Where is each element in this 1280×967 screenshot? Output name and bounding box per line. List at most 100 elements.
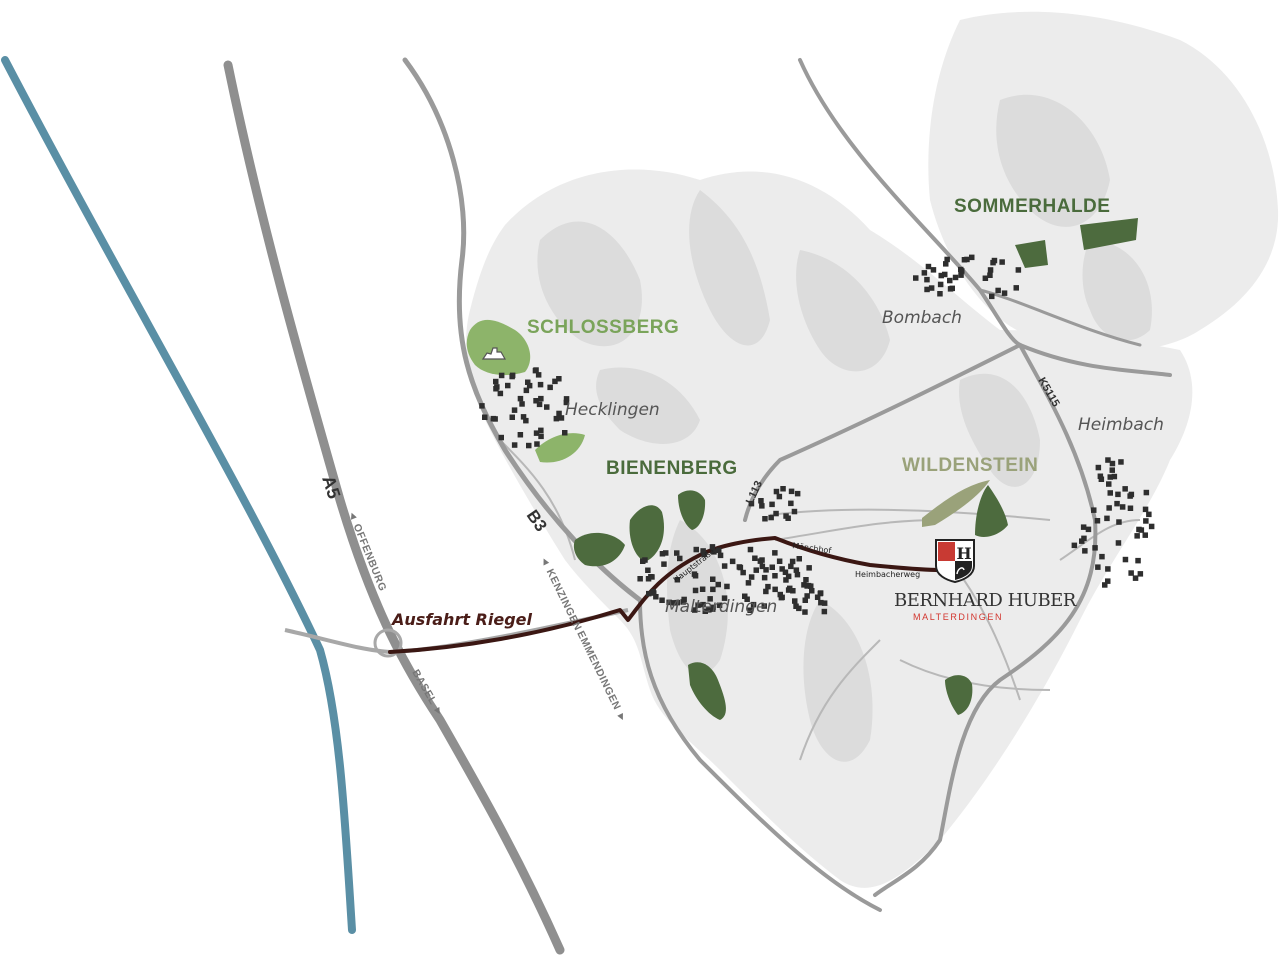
building [1095, 564, 1101, 570]
building [1122, 556, 1129, 563]
building [498, 434, 504, 441]
town-label-heimbach: Heimbach [1078, 415, 1164, 435]
building [796, 556, 802, 562]
region-label-sommerhalde: SOMMERHALDE [954, 196, 1110, 217]
building [999, 259, 1005, 265]
building [943, 261, 949, 267]
building [958, 272, 964, 278]
building [536, 401, 543, 408]
building [661, 561, 667, 567]
town-label-hecklingen: Hecklingen [565, 400, 660, 420]
building [763, 588, 769, 595]
building [729, 558, 736, 565]
crest-letter: H [957, 544, 972, 563]
building [1105, 566, 1111, 572]
building [744, 596, 750, 602]
building [773, 488, 780, 495]
building [710, 586, 716, 593]
building [808, 583, 814, 589]
building [537, 381, 544, 388]
vineyard-sommerhalde-1 [1015, 240, 1048, 268]
minor-road-1 [769, 508, 1051, 521]
building [1109, 460, 1116, 467]
building [769, 501, 775, 508]
building [1148, 523, 1155, 530]
building [937, 281, 944, 288]
building [1106, 481, 1112, 487]
road-l113 [743, 343, 1022, 522]
building [523, 417, 529, 424]
building [706, 607, 712, 613]
road-south-link [638, 598, 882, 912]
building [1105, 578, 1111, 584]
building [498, 372, 505, 379]
building [1092, 545, 1098, 551]
brand-location: MALTERDINGEN [913, 612, 1003, 622]
building [783, 577, 789, 583]
building [821, 608, 828, 615]
building [793, 567, 800, 573]
building [1013, 285, 1019, 291]
crest-quarter-top-right [955, 542, 972, 561]
building [637, 576, 643, 582]
building [677, 555, 683, 562]
building [1095, 464, 1102, 471]
building [991, 257, 998, 264]
building [699, 586, 706, 592]
region-label-wildenstein: WILDENSTEIN [902, 455, 1038, 476]
building [947, 277, 953, 284]
building [700, 548, 706, 554]
building [693, 546, 699, 553]
ridge-3 [796, 250, 890, 372]
crest-quarter-bottom-right [955, 561, 972, 580]
building [533, 398, 539, 404]
ridge-7 [996, 94, 1110, 227]
building [1102, 582, 1108, 588]
building [659, 597, 665, 603]
building [809, 588, 815, 594]
road-east [1018, 343, 1172, 377]
building [773, 510, 779, 517]
building [520, 414, 527, 420]
building [777, 591, 783, 598]
building [759, 503, 765, 509]
building [563, 396, 570, 402]
building [913, 275, 919, 281]
building [762, 516, 768, 522]
building [1128, 570, 1134, 576]
vineyard-wildenstein-dark [975, 485, 1008, 537]
direction-label-basel: BASEL ► [409, 668, 446, 720]
building [1116, 519, 1122, 525]
building [942, 271, 948, 278]
building [494, 384, 500, 390]
interchange-loop [373, 628, 403, 658]
building [736, 564, 743, 570]
building [563, 399, 570, 406]
building [753, 567, 759, 573]
building [681, 596, 687, 603]
building [552, 378, 558, 385]
building [982, 275, 989, 281]
building [674, 550, 680, 556]
ridge-shading [537, 94, 1152, 762]
building [1146, 511, 1152, 518]
building [509, 373, 515, 380]
vineyard-bienenberg-1 [573, 532, 625, 567]
building [716, 602, 723, 608]
building [761, 603, 767, 609]
building [717, 552, 724, 559]
building [949, 285, 955, 292]
building [653, 594, 659, 600]
building [785, 573, 792, 580]
building [772, 550, 778, 556]
building [779, 566, 785, 572]
building [780, 486, 786, 492]
building [964, 256, 970, 263]
building [692, 587, 699, 594]
building [772, 586, 778, 593]
road-bombach [978, 288, 1142, 347]
building [1115, 491, 1121, 498]
building [924, 286, 930, 293]
building [769, 564, 775, 570]
